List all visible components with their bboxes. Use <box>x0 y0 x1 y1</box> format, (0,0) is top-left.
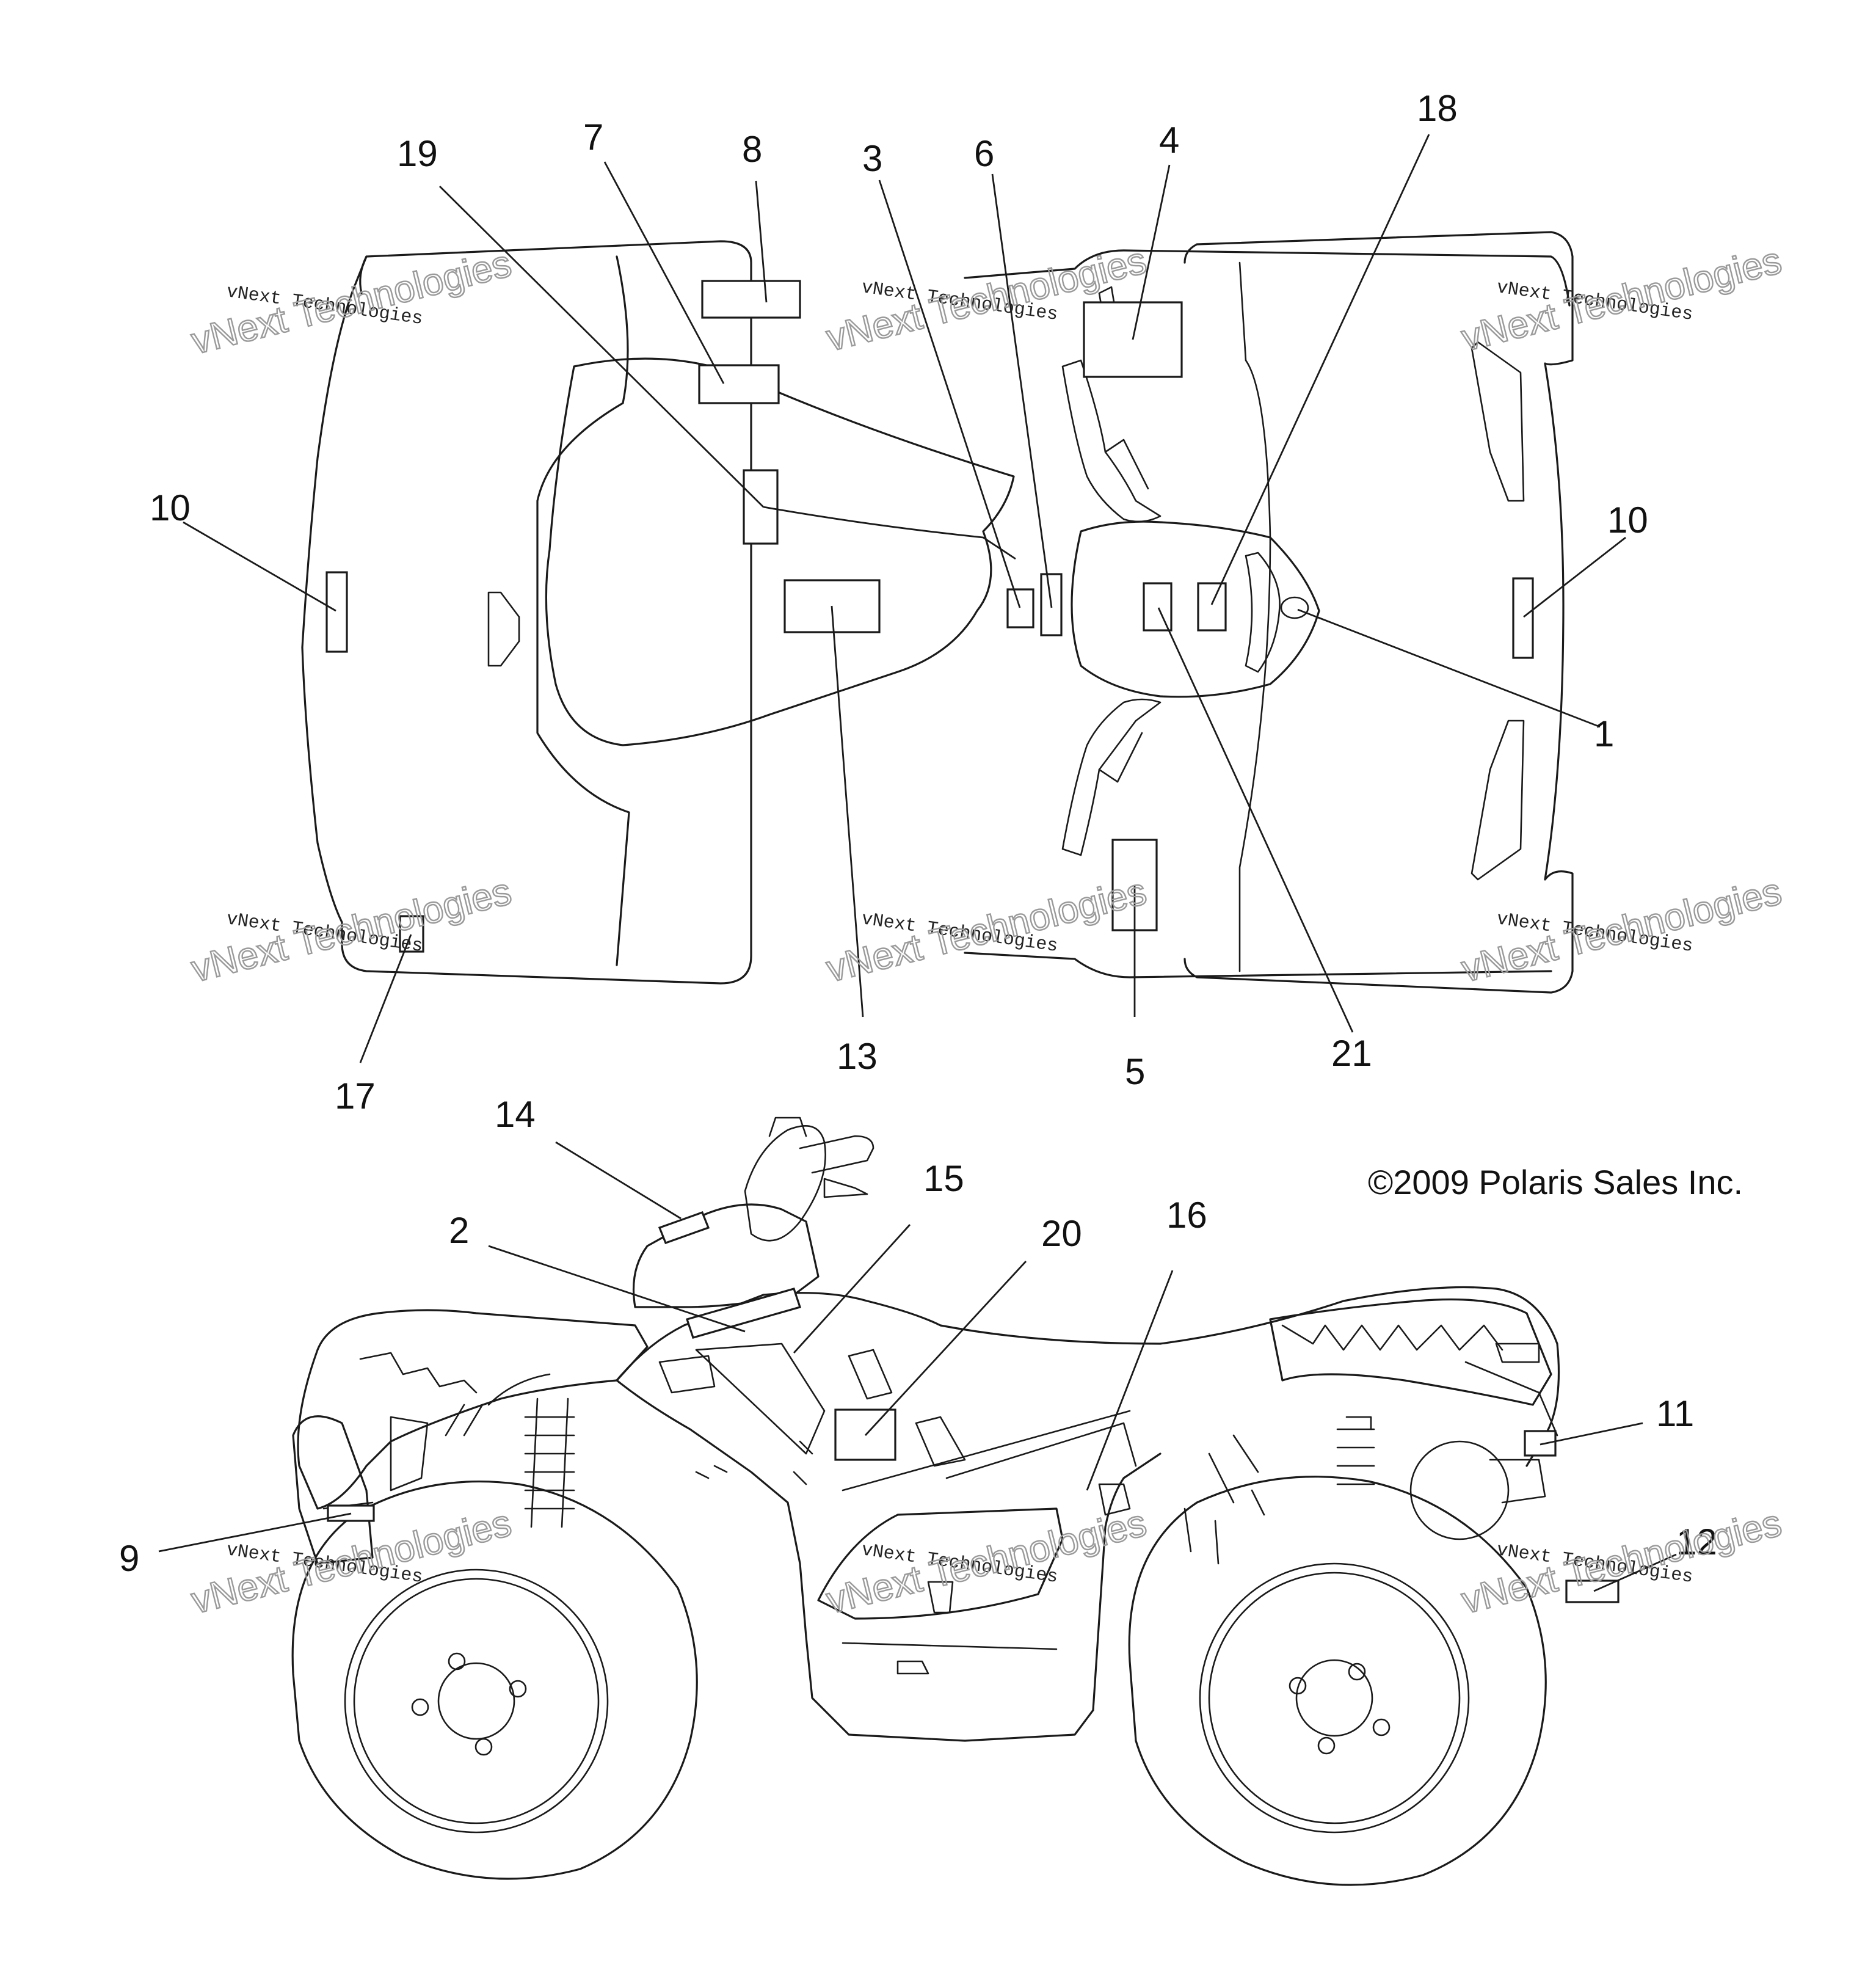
callout-1: 1 <box>1594 713 1614 754</box>
callout-5: 5 <box>1125 1051 1145 1092</box>
decal-8 <box>701 280 801 319</box>
callout-2: 2 <box>449 1210 469 1251</box>
atv-top-view <box>301 231 1574 994</box>
callout-16: 16 <box>1166 1195 1207 1236</box>
callout-21: 21 <box>1331 1033 1372 1074</box>
callout-13: 13 <box>837 1036 878 1077</box>
callout-14: 14 <box>495 1094 536 1135</box>
callout-17: 17 <box>335 1076 376 1117</box>
decal-14 <box>658 1211 710 1245</box>
decal-11 <box>1524 1430 1557 1457</box>
callout-15: 15 <box>923 1158 964 1199</box>
callout-10-front: 10 <box>150 487 191 528</box>
callout-10-rear: 10 <box>1607 500 1648 541</box>
callouts: 8 7 19 3 6 4 18 10 10 1 13 5 21 17 14 2 … <box>119 88 1717 1579</box>
decal-18 <box>1197 582 1227 632</box>
copyright-notice: ©2009 Polaris Sales Inc. <box>1368 1163 1743 1201</box>
decal-3 <box>1006 588 1034 628</box>
decal-7 <box>698 364 780 404</box>
atv-side-view <box>291 1117 1620 1886</box>
decal-10-rear <box>1512 577 1534 659</box>
callout-11: 11 <box>1656 1393 1694 1434</box>
callout-9: 9 <box>119 1538 139 1579</box>
callout-7: 7 <box>583 117 603 158</box>
callout-12: 12 <box>1676 1521 1717 1562</box>
decal-17 <box>399 915 424 953</box>
decal-15 <box>685 1288 802 1339</box>
callout-4: 4 <box>1159 120 1179 161</box>
top-view-decals <box>325 280 1534 953</box>
callout-20: 20 <box>1041 1213 1082 1254</box>
decal-12 <box>1565 1579 1620 1603</box>
callout-8: 8 <box>742 129 762 170</box>
leader-lines <box>158 134 1677 1592</box>
callout-6: 6 <box>974 133 994 174</box>
decal-19 <box>743 469 779 545</box>
callout-19: 19 <box>397 133 438 174</box>
decal-21 <box>1143 582 1172 632</box>
callout-3: 3 <box>862 138 882 179</box>
watermarks: vNext Technologies vNext Technologies vN… <box>186 239 1786 1623</box>
decal-10-front <box>325 571 348 653</box>
callout-18: 18 <box>1417 88 1458 129</box>
